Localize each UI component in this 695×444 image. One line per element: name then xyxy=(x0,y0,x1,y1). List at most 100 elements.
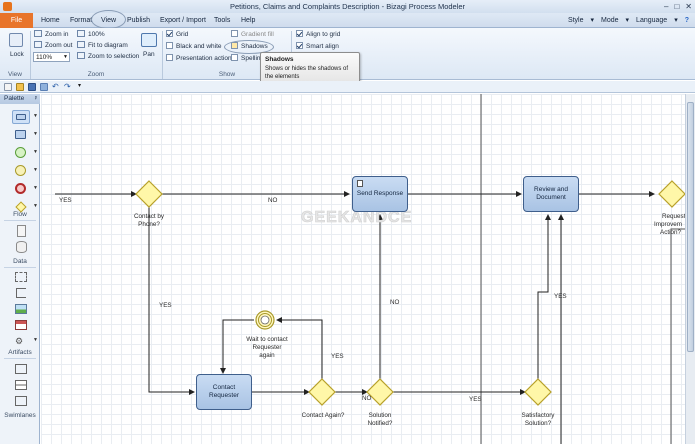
data-store-tool[interactable] xyxy=(12,240,30,254)
lock-button[interactable]: Lock xyxy=(10,51,24,58)
open-folder-icon[interactable] xyxy=(16,83,24,91)
start-event-tool[interactable] xyxy=(12,146,30,160)
shadows-tooltip: Shadows Shows or hides the shadows of th… xyxy=(260,52,360,85)
checkbox-checked-icon xyxy=(296,30,303,37)
presentation-actions-checkbox[interactable]: Presentation actions xyxy=(166,54,235,64)
flow-line xyxy=(537,214,551,379)
pan-icon[interactable] xyxy=(141,33,157,47)
redo-icon[interactable]: ↷ xyxy=(64,82,71,91)
palette-title: Palette xyxy=(4,95,25,102)
diagram-canvas[interactable]: GEEKANDCE Send Response Review and Docum… xyxy=(41,94,685,444)
gateway-request-improvement[interactable] xyxy=(658,180,685,208)
customize-toolbar-icon[interactable]: ▾ xyxy=(78,83,82,89)
group-icon xyxy=(15,272,27,282)
align-to-grid-checkbox[interactable]: Align to grid xyxy=(296,30,340,40)
intermediate-event-tool[interactable] xyxy=(12,164,30,178)
task-icon xyxy=(357,180,363,187)
zoom-selection-button[interactable]: Zoom to selection xyxy=(77,52,139,62)
menu-publish[interactable]: Publish xyxy=(127,17,150,24)
task-icon xyxy=(16,114,26,120)
zoom-100-button[interactable]: 100% xyxy=(77,30,105,40)
menu-help[interactable]: Help xyxy=(241,17,256,24)
lock-icon[interactable] xyxy=(9,33,23,47)
menu-mode[interactable]: Mode xyxy=(601,17,619,24)
zoom-out-button[interactable]: Zoom out xyxy=(34,41,72,51)
chevron-down-icon[interactable]: ▼ xyxy=(33,185,38,191)
flow-line xyxy=(220,319,254,374)
connectors-tool[interactable]: ⚙ xyxy=(12,334,30,348)
minimize-button[interactable]: – xyxy=(664,2,669,11)
subprocess-icon xyxy=(15,130,26,139)
menu-style[interactable]: Style xyxy=(567,17,584,24)
data-store-icon xyxy=(16,241,27,253)
end-event-icon xyxy=(15,183,26,194)
fit-label: Fit to diagram xyxy=(88,42,128,49)
checkbox-checked-icon xyxy=(296,42,303,49)
task-label: Review and xyxy=(534,186,568,193)
maximize-button[interactable]: □ xyxy=(674,2,680,11)
event-label: Wait to contact Requester again xyxy=(237,336,297,360)
gateway-contact-again[interactable] xyxy=(308,378,336,406)
timer-inner-ring xyxy=(258,313,272,327)
annotation-tool[interactable] xyxy=(12,286,30,300)
quick-access-toolbar: ↶ ↷ ▾ xyxy=(0,81,695,93)
chevron-down-icon[interactable]: ▼ xyxy=(33,149,38,155)
menu-home[interactable]: Home xyxy=(41,17,60,24)
new-file-icon[interactable] xyxy=(4,83,12,91)
task-send-response[interactable]: Send Response xyxy=(352,176,408,212)
phase-icon xyxy=(15,396,27,406)
zoom-out-label: Zoom out xyxy=(45,42,73,49)
menu-tools[interactable]: Tools xyxy=(214,17,231,24)
gateway-satisfactory-solution[interactable] xyxy=(524,378,552,406)
zoom-in-icon xyxy=(34,30,42,37)
lane-tool[interactable] xyxy=(12,378,30,392)
menu-language[interactable]: Language xyxy=(636,17,668,24)
chevron-down-icon[interactable]: ▼ xyxy=(33,131,38,137)
menu-export-import[interactable]: Export / Import xyxy=(160,17,206,24)
menu-format[interactable]: Format xyxy=(70,17,93,24)
zoom-in-button[interactable]: Zoom in xyxy=(34,30,68,40)
ribbon-separator xyxy=(30,31,31,79)
group-tool[interactable] xyxy=(12,270,30,284)
smart-align-checkbox[interactable]: Smart align xyxy=(296,42,339,52)
palette-section-data: Data xyxy=(13,258,27,265)
label-line: Action? xyxy=(660,229,682,236)
grid-checkbox[interactable]: Grid xyxy=(166,30,188,40)
pan-button[interactable]: Pan xyxy=(143,51,155,58)
task-contact-requester[interactable]: Contact Requester xyxy=(196,374,252,410)
start-event-icon xyxy=(15,147,26,158)
pin-icon[interactable]: ᵖ xyxy=(34,96,37,102)
chevron-down-icon[interactable]: ▼ xyxy=(33,167,38,173)
help-button[interactable]: ? xyxy=(684,17,689,24)
data-object-tool[interactable] xyxy=(12,224,30,238)
gradient-fill-checkbox[interactable]: Gradient fill xyxy=(231,30,274,40)
black-white-checkbox[interactable]: Black and white xyxy=(166,42,222,52)
fit-to-diagram-button[interactable]: Fit to diagram xyxy=(77,41,128,51)
pool-tool[interactable] xyxy=(12,362,30,376)
image-tool[interactable] xyxy=(12,302,30,316)
gateway-contact-by-phone[interactable] xyxy=(135,180,163,208)
spelling-checkbox[interactable]: Spelling xyxy=(231,54,264,64)
vertical-scrollbar[interactable] xyxy=(685,94,695,444)
chevron-down-icon[interactable]: ▼ xyxy=(33,203,38,209)
menu-file[interactable]: File xyxy=(0,13,33,28)
close-button[interactable]: ✕ xyxy=(685,2,692,11)
task-review-document[interactable]: Review and Document xyxy=(523,176,579,212)
undo-icon[interactable]: ↶ xyxy=(52,82,59,91)
scrollbar-thumb[interactable] xyxy=(687,102,694,352)
print-icon[interactable] xyxy=(40,83,48,91)
zoom-level-select[interactable]: 110% ▼ xyxy=(33,52,70,62)
clock-icon xyxy=(260,315,270,325)
palette-divider xyxy=(4,220,36,221)
phase-tool[interactable] xyxy=(12,394,30,408)
label-line: Request xyxy=(662,213,685,220)
subprocess-shape-tool[interactable] xyxy=(12,128,30,142)
end-event-tool[interactable] xyxy=(12,182,30,196)
show-group-label: Show xyxy=(218,71,236,78)
save-icon[interactable] xyxy=(28,83,36,91)
task-shape-tool[interactable] xyxy=(12,110,30,124)
gateway-solution-notified[interactable] xyxy=(366,378,394,406)
chevron-down-icon[interactable]: ▼ xyxy=(33,113,38,119)
header-tool[interactable] xyxy=(12,318,30,332)
chevron-down-icon[interactable]: ▼ xyxy=(33,337,38,343)
